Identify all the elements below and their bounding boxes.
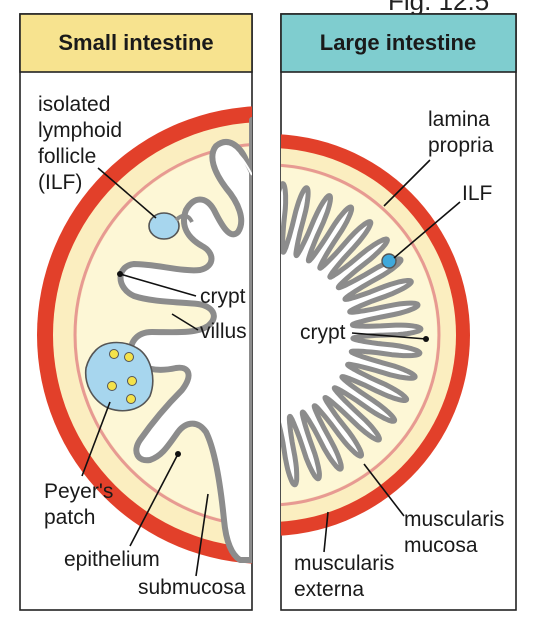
epithelium-leader: [129, 453, 179, 547]
submucosa-leader: [195, 493, 209, 577]
crypt-leader-dot: [423, 336, 429, 342]
germinal-center: [127, 376, 137, 386]
germinal-center: [126, 394, 136, 404]
villus-leader: [171, 313, 199, 331]
crypt-label: crypt: [300, 321, 346, 344]
peyers-leader: [81, 401, 111, 477]
large-intestine-header-bg: [280, 13, 517, 73]
villus-label: villus: [200, 320, 247, 343]
ilf-leader: [97, 167, 157, 219]
peyers-patch: [84, 341, 154, 412]
large-intestine-header: Large intestine: [320, 30, 476, 55]
crypt-leader-dot: [117, 271, 123, 277]
submucosa-label: submucosa: [138, 576, 246, 599]
peyers-label-line1: Peyer's: [44, 480, 113, 503]
isolated-lymphoid-follicle: [148, 212, 180, 240]
muscularis-mucosa-layer: [73, 143, 252, 527]
ilf-label-line4: (ILF): [38, 171, 82, 194]
lamina-leader: [383, 159, 431, 207]
me-label-line1: muscularis: [294, 552, 394, 575]
small-intestine-lumen: [117, 117, 252, 563]
epithelium-label: epithelium: [64, 548, 160, 571]
large-intestine-panel: Large intestine lamina propria ILF crypt…: [280, 13, 517, 611]
figure-label: Fig. 12.5: [388, 0, 490, 16]
crypt-leader: [119, 273, 197, 297]
muscularis-mucosa-layer: [281, 163, 441, 507]
me-label-line2: externa: [294, 578, 364, 601]
ilf-label: ILF: [462, 182, 492, 205]
mm-label-line2: mucosa: [404, 534, 478, 557]
ilf-follicle: [381, 253, 397, 269]
ilf-label-line2: lymphoid: [38, 119, 122, 142]
ilf-leader: [393, 201, 461, 259]
crypt-leader: [351, 332, 427, 340]
small-intestine-header-bg: [19, 13, 253, 73]
epithelium-leader-dot: [175, 451, 181, 457]
lamina-label-line2: propria: [428, 134, 494, 157]
ilf-label-line3: follicle: [38, 145, 96, 168]
small-intestine-header: Small intestine: [58, 30, 213, 55]
germinal-center: [109, 349, 119, 359]
peyers-label-line2: patch: [44, 506, 95, 529]
small-intestine-panel: Small intestine isolated lymphoid follic…: [19, 13, 253, 611]
ilf-label-line1: isolated: [38, 93, 110, 116]
lamina-label-line1: lamina: [428, 108, 490, 131]
mm-label-line1: muscularis: [404, 508, 504, 531]
crypt-label: crypt: [200, 285, 246, 308]
me-leader: [323, 511, 329, 553]
germinal-center: [107, 381, 117, 391]
mm-leader: [363, 463, 405, 517]
large-intestine-lumen: [281, 181, 424, 488]
germinal-center: [124, 352, 134, 362]
